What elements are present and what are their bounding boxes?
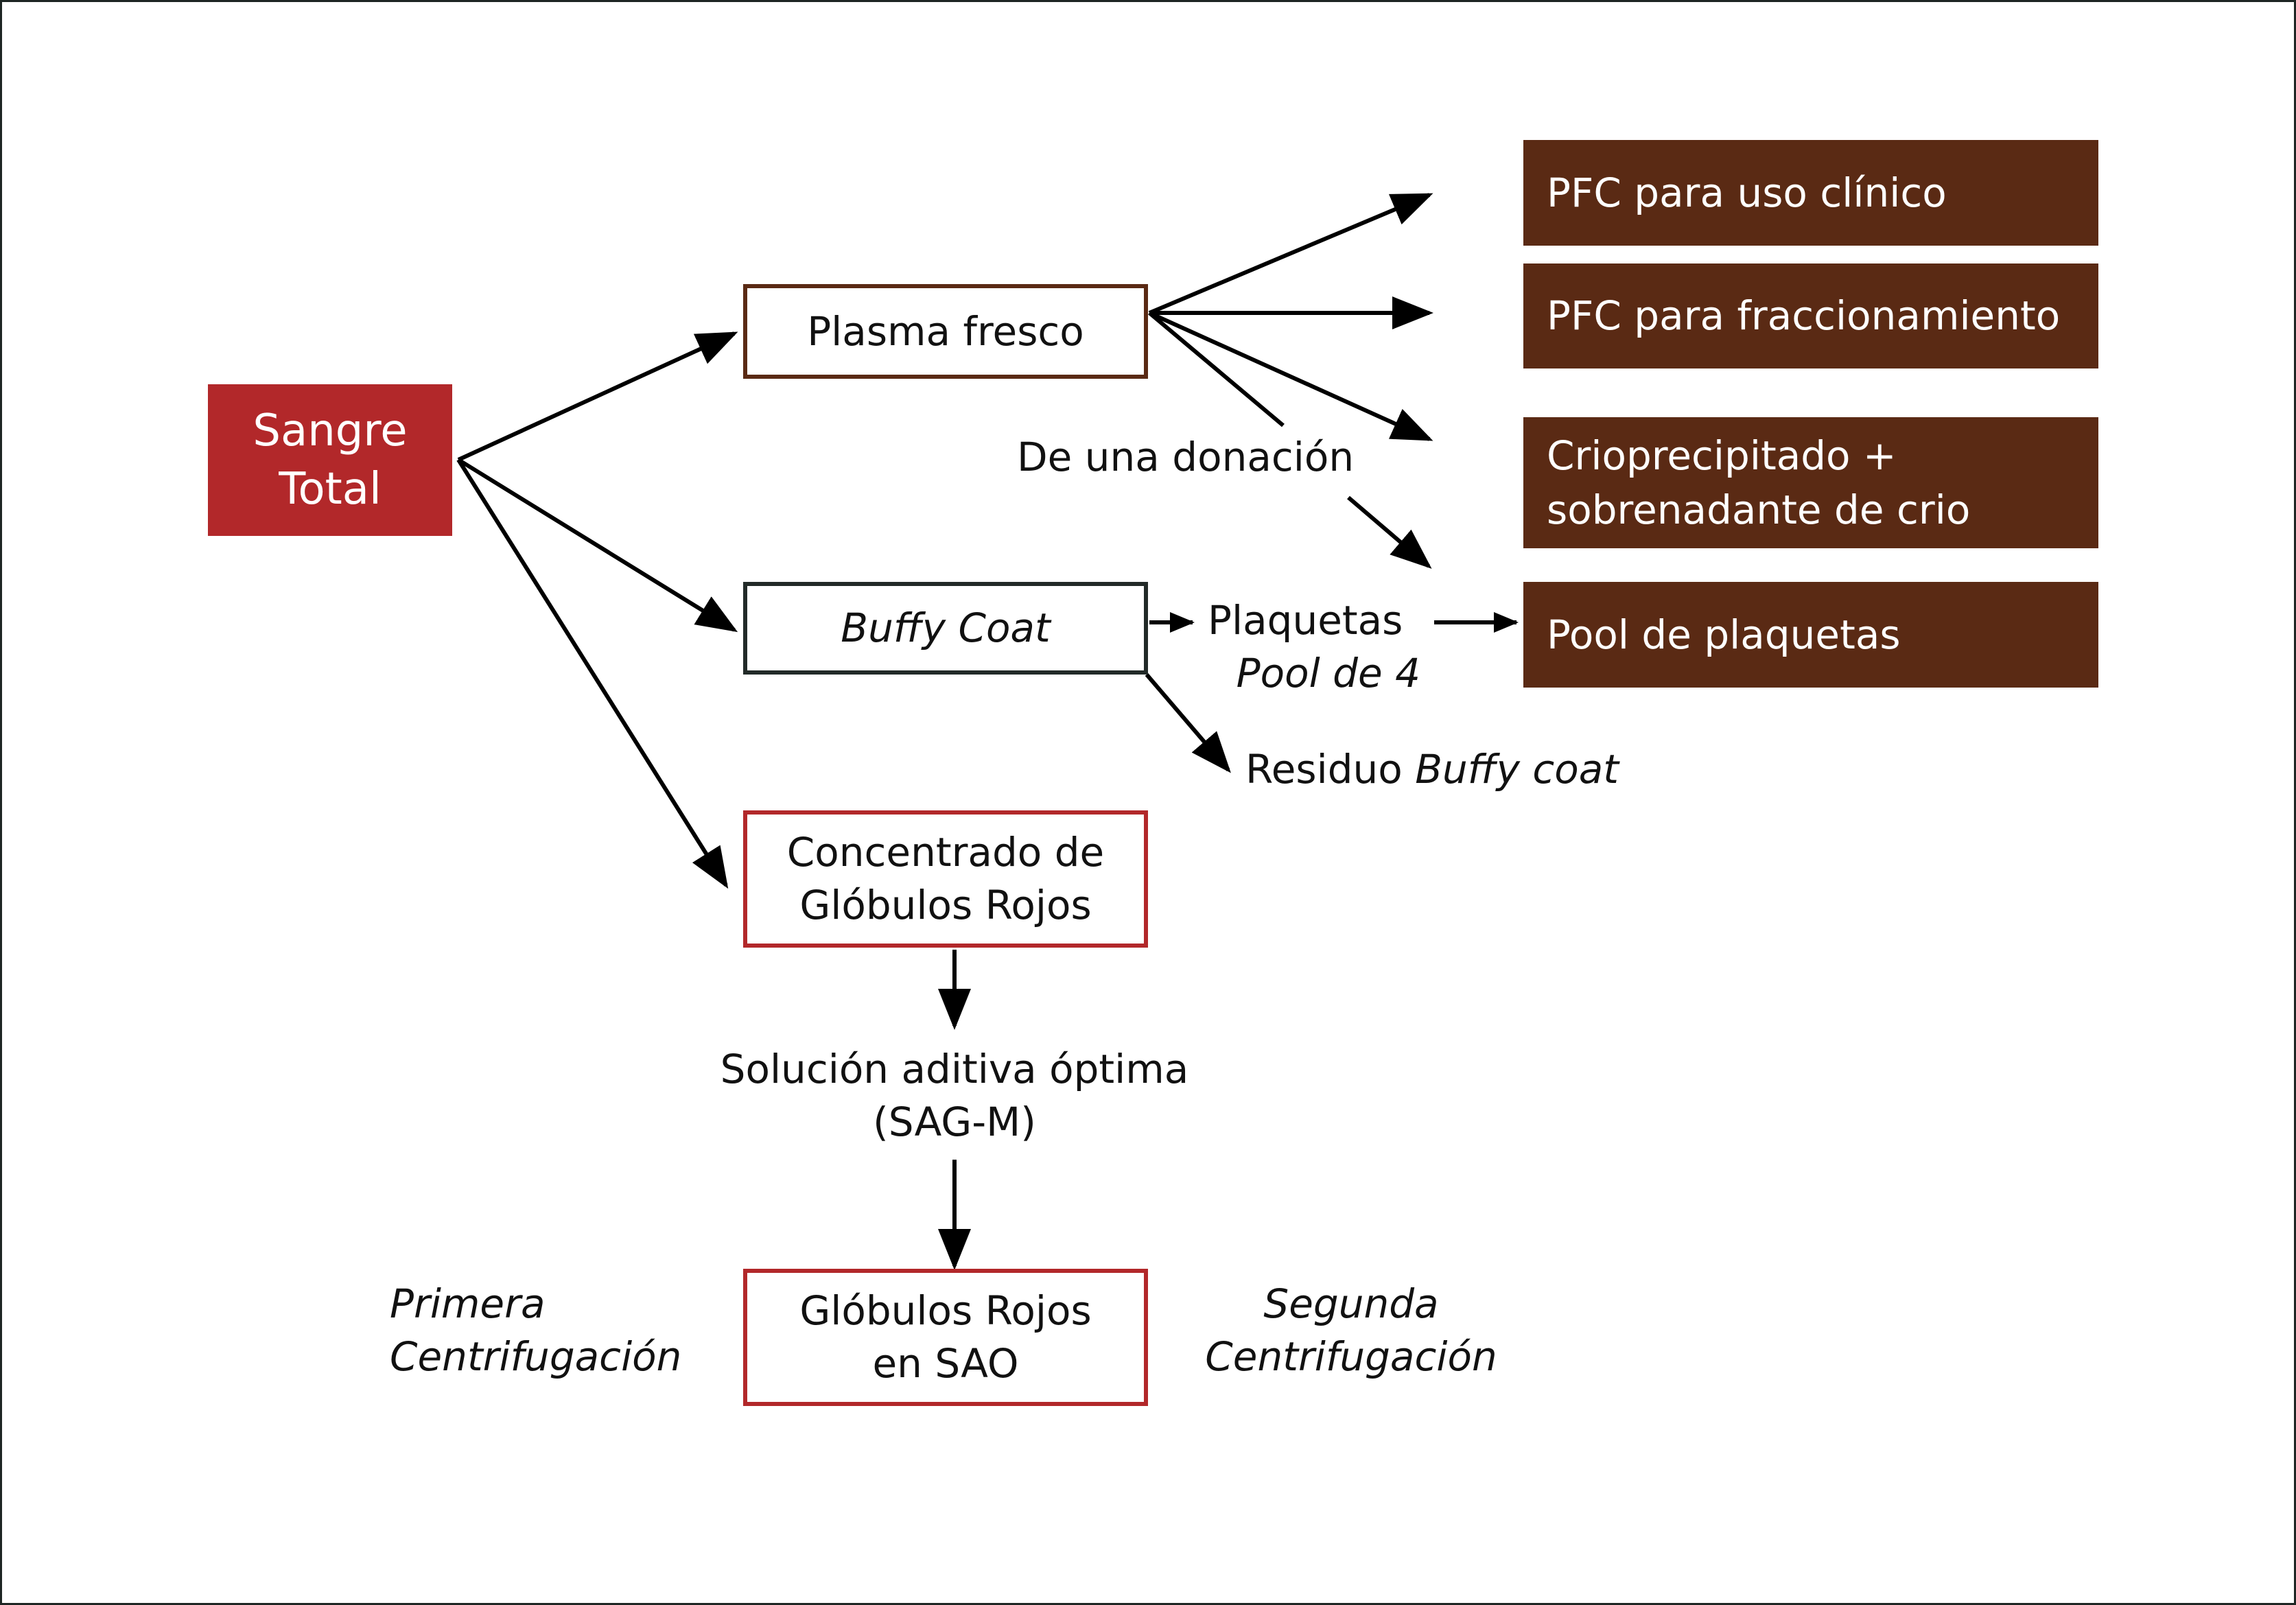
fresh-plasma-label: Plasma fresco [807, 307, 1084, 355]
pool-of-4-text: Pool de 4 [1236, 649, 1420, 696]
line-plasma-to-single-donation [1148, 311, 1285, 427]
buffy-coat-label: Buffy Coat [841, 605, 1051, 652]
product-cryo-line2: sobrenadante de crio [1547, 486, 1971, 533]
product-pfc-fractionation-label: PFC para fraccionamiento [1547, 292, 2061, 340]
label-single-donation: De una donación [1017, 431, 1354, 484]
product-cryo-line1: Crioprecipitado + [1547, 432, 1897, 480]
arrow-single-donation-to-platelet-pool [1347, 495, 1432, 569]
platelets-text: Plaquetas [1208, 597, 1403, 644]
label-additive-solution: Solución aditiva óptima (SAG-M) [694, 1043, 1215, 1148]
arrow-buffy-to-residue [1145, 673, 1231, 773]
red-in-sao-line2: en SAO [872, 1340, 1019, 1387]
product-pfc-fractionation: PFC para fraccionamiento [1523, 263, 2098, 368]
label-second-centrifugation: Segunda Centrifugación [1199, 1278, 1503, 1383]
product-platelet-pool-label: Pool de plaquetas [1547, 611, 1901, 658]
first-spin-line2: Centrifugación [390, 1333, 682, 1380]
product-platelet-pool: Pool de plaquetas [1523, 582, 2098, 688]
single-donation-text: De una donación [1017, 434, 1355, 480]
whole-blood-line1: Sangre [253, 406, 408, 457]
arrow-source-to-plasma [457, 331, 738, 462]
product-pfc-clinical: PFC para uso clínico [1523, 140, 2098, 246]
second-spin-line2: Centrifugación [1205, 1333, 1497, 1380]
label-platelets-pool-of-4: Plaquetas Pool de 4 [1208, 594, 1427, 699]
product-cryoprecipitate: Crioprecipitado + sobrenadante de crio [1523, 417, 2098, 548]
node-red-cell-concentrate: Concentrado de Glóbulos Rojos [743, 810, 1148, 948]
residue-italic-text: Buffy coat [1415, 746, 1619, 793]
node-fresh-plasma: Plasma fresco [743, 284, 1148, 379]
whole-blood-line2: Total [279, 463, 382, 515]
node-red-cells-in-sao: Glóbulos Rojos en SAO [743, 1269, 1148, 1406]
first-spin-line1: Primera [390, 1280, 546, 1327]
product-pfc-clinical-label: PFC para uso clínico [1547, 169, 1947, 216]
additive-line2: (SAG-M) [873, 1098, 1036, 1145]
arrow-source-to-buffy [457, 458, 738, 633]
arrow-source-to-red-concentrate [456, 458, 729, 889]
node-whole-blood: Sangre Total [208, 384, 452, 536]
red-concentrate-line1: Concentrado de [786, 829, 1105, 876]
red-concentrate-line2: Glóbulos Rojos [799, 882, 1092, 928]
additive-line1: Solución aditiva óptima [720, 1046, 1189, 1092]
node-buffy-coat: Buffy Coat [743, 582, 1148, 675]
second-spin-line1: Segunda [1263, 1280, 1439, 1327]
arrow-plasma-to-cryo [1148, 311, 1433, 441]
arrow-plasma-to-pfc-clinical [1148, 193, 1433, 315]
residue-prefix-text: Residuo [1245, 746, 1416, 793]
label-buffy-residue: Residuo Buffy coat [1245, 743, 1619, 796]
red-in-sao-line1: Glóbulos Rojos [799, 1287, 1092, 1335]
label-first-centrifugation: Primera Centrifugación [390, 1278, 681, 1383]
